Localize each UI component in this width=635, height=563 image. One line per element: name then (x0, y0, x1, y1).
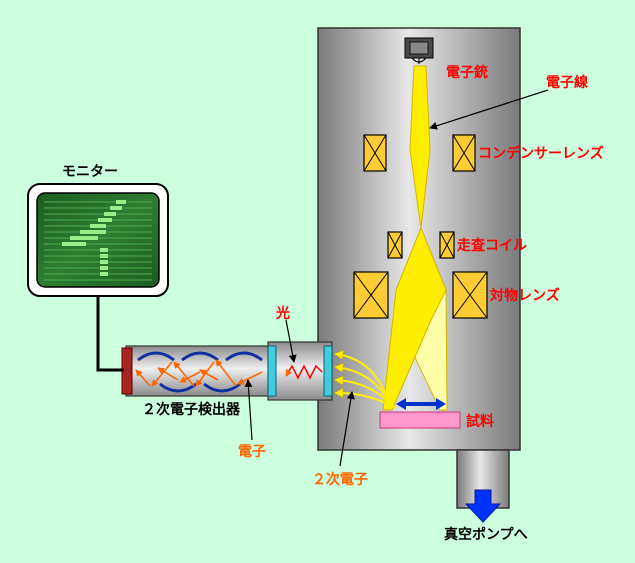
detector-label: ２次電子検出器 (142, 401, 241, 418)
objective-lens-label: 対物レンズ (489, 287, 560, 304)
scan-coil-left (387, 231, 403, 259)
condenser-lens-left (363, 134, 387, 172)
specimen (379, 411, 461, 429)
condenser-lens-right (452, 134, 476, 172)
electron-cascade (135, 359, 263, 387)
pointer-lines (244, 89, 549, 467)
signal-cable (96, 296, 124, 372)
scan-arrow-icon (396, 398, 446, 410)
scintillator-housing (267, 341, 333, 401)
electron-gun-label: 電子銃 (446, 64, 488, 81)
specimen-label: 試料 (466, 413, 494, 430)
pump-arrow-icon (464, 489, 502, 523)
scan-coil-right (439, 231, 455, 259)
secondary-electron-label: ２次電子 (312, 471, 368, 488)
secondary-electron-paths (336, 354, 397, 409)
electron-gun-icon (404, 37, 434, 64)
photomultiplier-dynodes (137, 351, 263, 393)
electron-beam-label: 電子線 (546, 74, 588, 91)
objective-lens-left (353, 271, 389, 319)
electron-label: 電子 (238, 443, 266, 460)
objective-lens-right (452, 271, 488, 319)
light-label: 光 (275, 305, 290, 322)
condenser-lens-label: コンデンサーレンズ (478, 145, 604, 162)
scan-coil-label: 走査コイル (457, 237, 527, 254)
electron-beam (382, 65, 448, 411)
vacuum-pump-label: 真空ポンプへ (444, 526, 528, 543)
monitor-image (62, 200, 126, 276)
monitor-label: モニター (62, 164, 118, 180)
